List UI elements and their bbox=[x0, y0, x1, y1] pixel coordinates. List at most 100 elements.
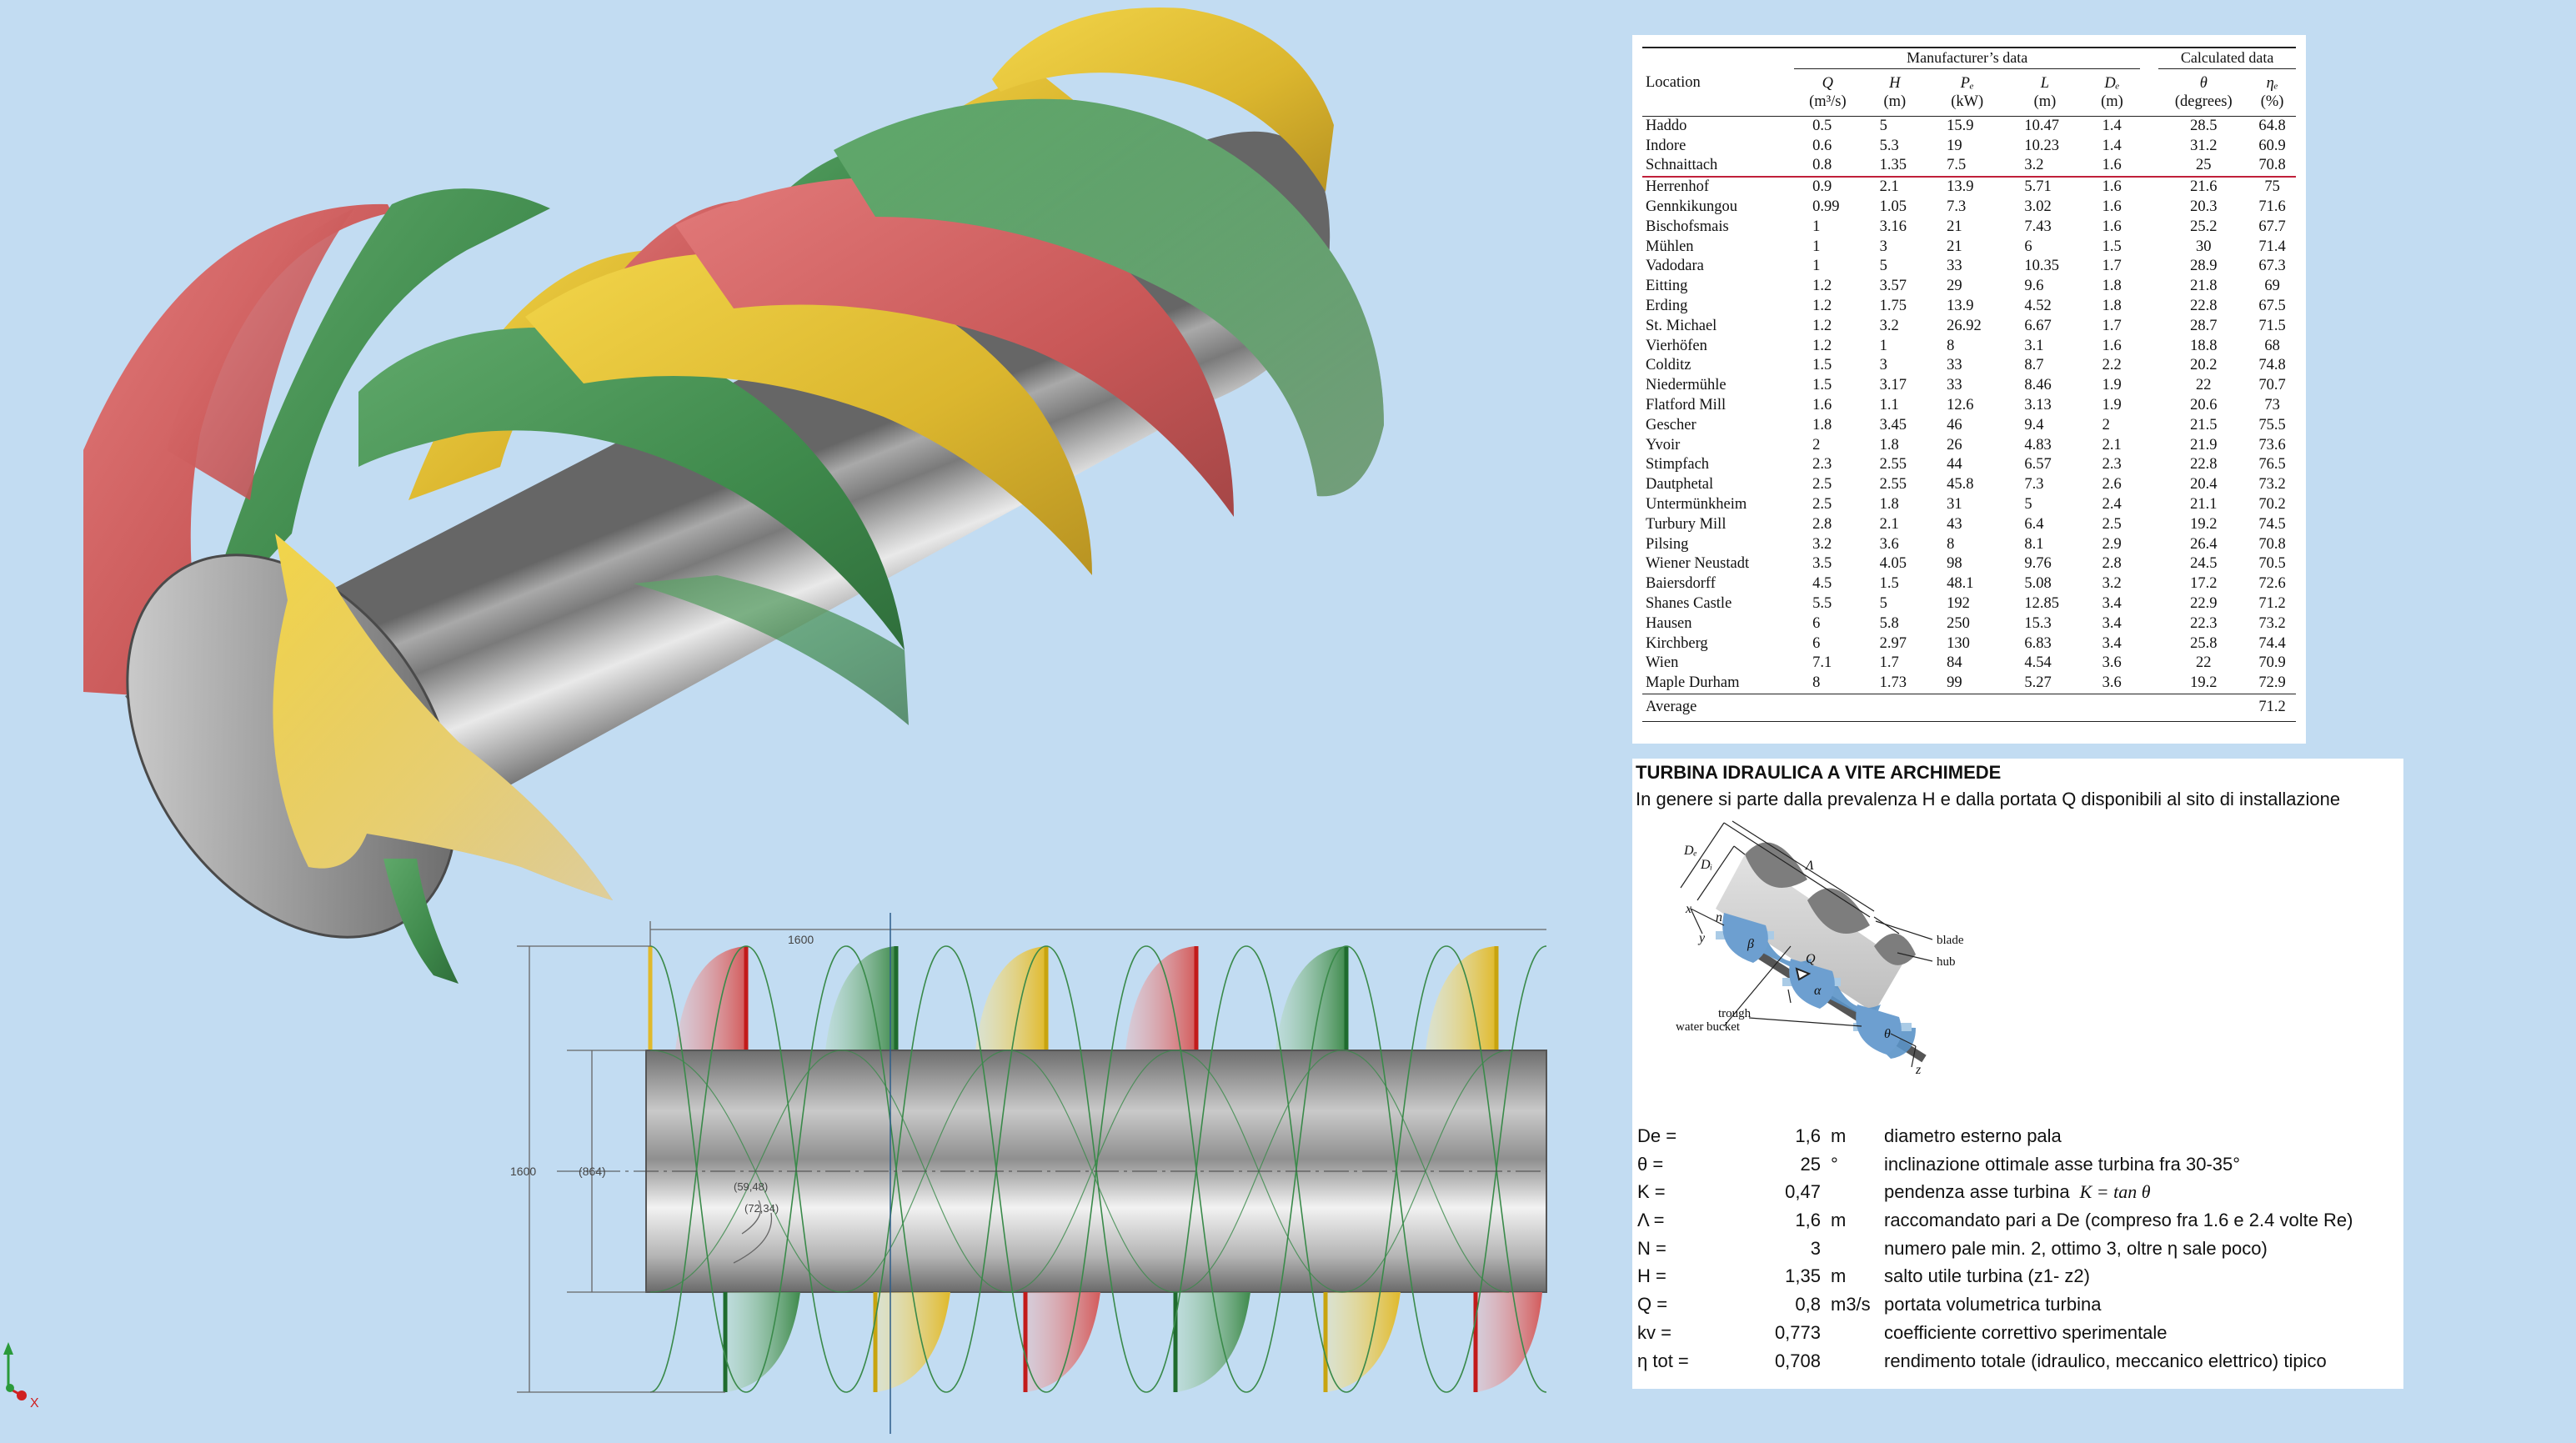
value-cell: 3.2 bbox=[1879, 317, 1899, 334]
value-cell: 72.9 bbox=[2258, 674, 2286, 692]
diagram-label-y: y bbox=[1697, 931, 1706, 945]
parameter-row: θ =25°inclinazione ottimale asse turbina… bbox=[1637, 1150, 2396, 1179]
blade-red-front bbox=[167, 208, 354, 500]
value-cell: 73.2 bbox=[2258, 614, 2286, 632]
value-cell: 2.4 bbox=[2102, 495, 2122, 513]
value-cell: 1.73 bbox=[1879, 674, 1907, 692]
value-cell: 5.3 bbox=[1879, 137, 1899, 154]
value-cell: 6 bbox=[1812, 614, 1821, 632]
blade-green-front-edge bbox=[634, 575, 909, 725]
blade-red-back bbox=[83, 203, 392, 700]
value-cell: 6.83 bbox=[2024, 634, 2052, 652]
value-cell: 70.7 bbox=[2258, 377, 2286, 394]
column-spacer bbox=[2140, 177, 2158, 198]
value-cell: 2.55 bbox=[1879, 476, 1907, 494]
param-value: 25 bbox=[1800, 1153, 1821, 1175]
value-cell: 250 bbox=[1947, 614, 1970, 632]
value-cell: 5 bbox=[2024, 495, 2032, 513]
value-cell: 6.57 bbox=[2024, 456, 2052, 473]
value-cell: 1.7 bbox=[2102, 258, 2122, 275]
info-title: TURBINA IDRAULICA A VITE ARCHIMEDE bbox=[1636, 762, 2002, 783]
angle-label-2: (72,34) bbox=[744, 1202, 779, 1215]
location-cell: Eitting bbox=[1646, 278, 1688, 295]
value-cell: 1.6 bbox=[2102, 178, 2122, 196]
column-spacer bbox=[2140, 257, 2158, 277]
column-symbol: θ bbox=[2199, 74, 2208, 92]
column-spacer bbox=[2140, 554, 2158, 574]
column-spacer bbox=[2140, 238, 2158, 258]
value-cell: 1.5 bbox=[1879, 575, 1899, 593]
value-cell: 43 bbox=[1947, 515, 1962, 533]
column-spacer bbox=[2140, 475, 2158, 495]
diagram-label-beta: β bbox=[1747, 937, 1754, 951]
column-spacer bbox=[2140, 535, 2158, 555]
value-cell: 2.2 bbox=[2102, 357, 2122, 374]
value-cell: 1.2 bbox=[1812, 317, 1832, 334]
location-cell: Turbury Mill bbox=[1646, 515, 1727, 533]
diagram-label-x: x bbox=[1685, 902, 1691, 916]
value-cell: 6 bbox=[2024, 238, 2032, 255]
value-cell: 8.46 bbox=[2024, 377, 2052, 394]
location-cell: Schnaittach bbox=[1642, 156, 1795, 178]
value-cell: 21.6 bbox=[2190, 178, 2218, 196]
param-name: kv = bbox=[1637, 1321, 1671, 1343]
column-spacer bbox=[2140, 317, 2158, 337]
location-cell: Niedermühle bbox=[1646, 377, 1727, 394]
column-spacer bbox=[2140, 634, 2158, 654]
value-cell: 4.83 bbox=[2024, 436, 2052, 453]
location-cell: Flatford Mill bbox=[1646, 396, 1727, 413]
axis-x-label: X bbox=[30, 1396, 39, 1410]
value-cell: 15.9 bbox=[1947, 117, 1974, 134]
value-cell: 31.2 bbox=[2190, 137, 2218, 154]
average-value: 71.2 bbox=[2248, 693, 2296, 722]
column-spacer bbox=[2140, 68, 2159, 117]
value-cell: 22 bbox=[2196, 377, 2212, 394]
value-cell: 6 bbox=[1812, 634, 1821, 652]
value-cell: 20.3 bbox=[2190, 198, 2218, 215]
value-cell: 3 bbox=[1879, 238, 1887, 255]
location-cell: Yvoir bbox=[1646, 436, 1681, 453]
blade-green-tail bbox=[383, 859, 459, 984]
value-cell: 2.1 bbox=[1879, 515, 1899, 533]
value-cell: 1.6 bbox=[2083, 156, 2141, 178]
location-cell: St. Michael bbox=[1646, 317, 1717, 334]
value-cell: 2.8 bbox=[1812, 515, 1832, 533]
param-value: 0,8 bbox=[1795, 1294, 1821, 1315]
value-cell: 6.67 bbox=[2024, 317, 2052, 334]
value-cell: 28.9 bbox=[2190, 258, 2218, 275]
value-cell: 70.2 bbox=[2258, 495, 2286, 513]
param-description: raccomandato pari a De (compreso fra 1.6… bbox=[1884, 1210, 2353, 1231]
location-cell: Kirchberg bbox=[1646, 634, 1708, 652]
column-spacer bbox=[2140, 396, 2158, 416]
value-cell: 2 bbox=[2102, 416, 2110, 433]
column-spacer bbox=[2140, 416, 2158, 436]
param-name: Q = bbox=[1637, 1294, 1668, 1315]
value-cell: 1.7 bbox=[1879, 654, 1899, 672]
blade-yellow-back bbox=[408, 250, 684, 500]
value-cell: 70.5 bbox=[2258, 555, 2286, 573]
column-spacer bbox=[2140, 436, 2158, 456]
value-cell: 1.8 bbox=[2102, 278, 2122, 295]
column-unit: (m) bbox=[2033, 93, 2057, 110]
value-cell: 73.6 bbox=[2258, 436, 2286, 453]
column-symbol: ηₑ bbox=[2266, 74, 2278, 92]
column-unit: (m³/s) bbox=[1809, 93, 1847, 110]
column-spacer bbox=[2140, 574, 2158, 594]
param-formula: K = tan θ bbox=[2079, 1181, 2151, 1203]
value-cell: 22.8 bbox=[2190, 297, 2218, 314]
column-header: Pₑ(kW) bbox=[1928, 68, 2007, 117]
column-spacer bbox=[2140, 218, 2158, 238]
value-cell: 68 bbox=[2264, 337, 2280, 354]
value-cell: 7.3 bbox=[2024, 476, 2044, 494]
